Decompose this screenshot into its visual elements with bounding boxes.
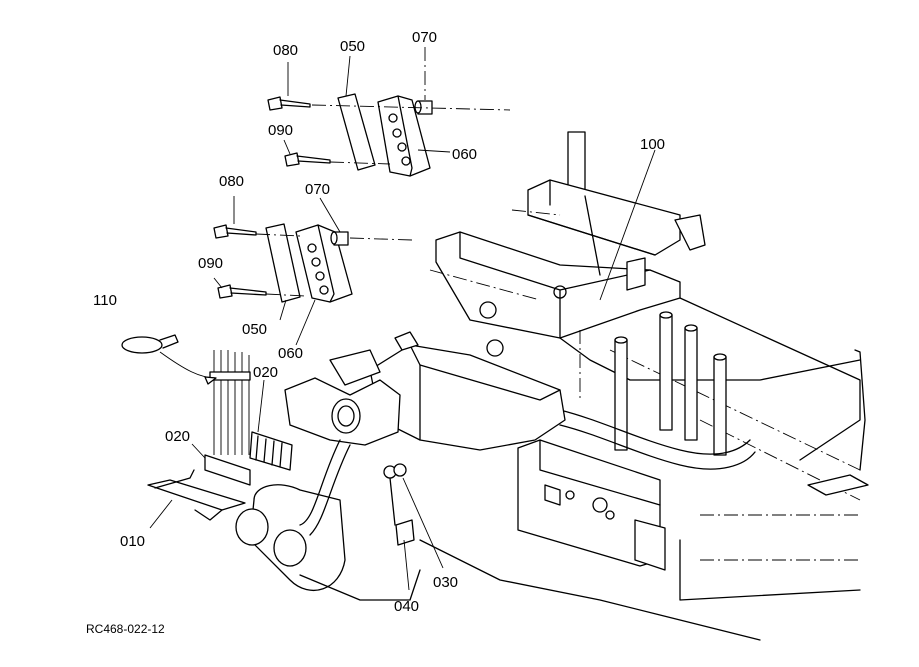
label-080-top: 080 xyxy=(273,42,298,59)
label-090-top: 090 xyxy=(268,122,293,139)
drawing-code: RC468-022-12 xyxy=(86,622,165,636)
label-080-mid: 080 xyxy=(219,173,244,190)
label-090-mid: 090 xyxy=(198,255,223,272)
label-050-mid: 050 xyxy=(242,321,267,338)
leader-lines xyxy=(149,47,656,591)
label-100: 100 xyxy=(640,136,665,153)
label-070-top: 070 xyxy=(412,29,437,46)
label-060-top: 060 xyxy=(452,146,477,163)
valve-assembly xyxy=(235,331,566,601)
label-020-right: 020 xyxy=(253,364,278,381)
label-020-left: 020 xyxy=(165,428,190,445)
label-060-mid: 060 xyxy=(278,345,303,362)
part-number-labels: 080 050 070 090 060 100 080 070 110 090 … xyxy=(86,29,665,636)
label-070-mid: 070 xyxy=(305,181,330,198)
cable-bundle xyxy=(121,334,293,521)
label-110: 110 xyxy=(93,292,117,309)
label-010: 010 xyxy=(120,533,145,550)
label-040: 040 xyxy=(394,598,419,615)
frame-assembly xyxy=(419,131,869,641)
label-030: 030 xyxy=(433,574,458,591)
upper-bolt-block-group xyxy=(267,93,511,177)
label-050-top: 050 xyxy=(340,38,365,55)
lower-bolt-block-group xyxy=(213,223,413,303)
